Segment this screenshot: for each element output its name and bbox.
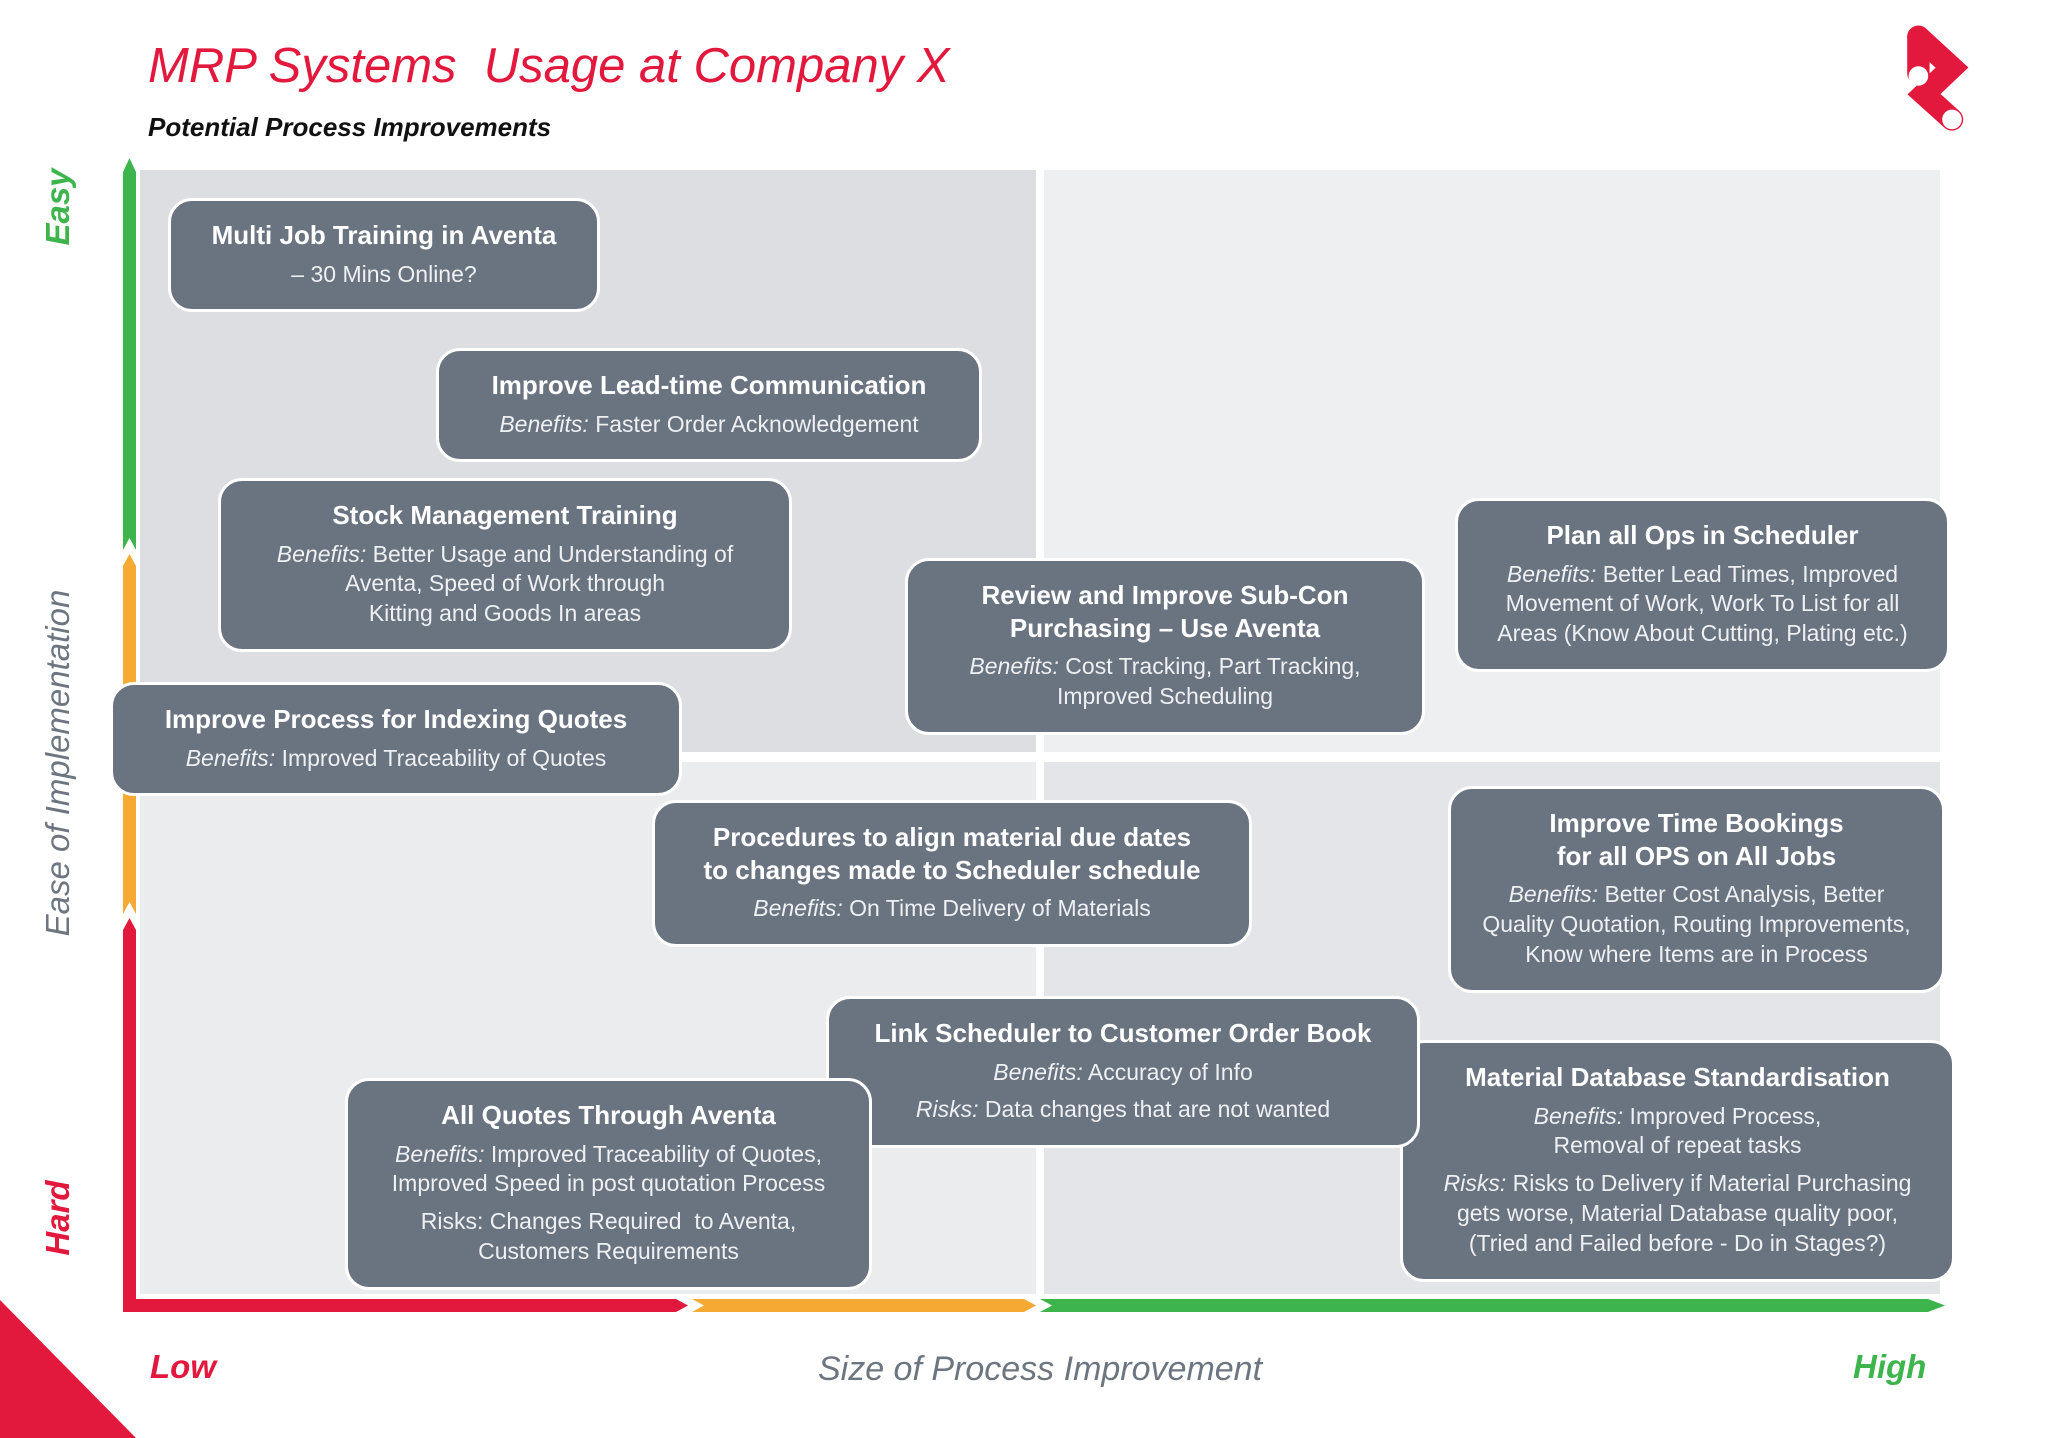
- node-section-label: Benefits:: [185, 744, 276, 771]
- node-section: Benefits: Improved Process, Removal of r…: [1533, 1102, 1822, 1159]
- node-section: Benefits: Faster Order Acknowledgement: [499, 410, 919, 437]
- node-title: Improve Process for Indexing Quotes: [164, 704, 628, 734]
- y-axis-green-segment: [123, 158, 136, 550]
- x-axis-low-label: Low: [150, 1348, 216, 1385]
- node-section: Benefits: Accuracy of Info: [993, 1058, 1253, 1085]
- node-section: Benefits: On Time Delivery of Materials: [753, 895, 1151, 921]
- node-section: Benefits: Improved Traceability of Quote…: [185, 744, 607, 771]
- node-title: Review and Improve Sub-Con Purchasing – …: [981, 580, 1349, 643]
- x-axis-green-arrow: [1040, 1299, 1945, 1312]
- y-axis-red-segment: [123, 918, 136, 1312]
- node-section: Benefits: Better Cost Analysis, Better Q…: [1482, 881, 1911, 967]
- node-multi-job-training: Multi Job Training in Aventa – 30 Mins On…: [168, 198, 600, 313]
- x-axis-orange-segment: [692, 1299, 1036, 1312]
- node-section: – 30 Mins Online?: [291, 260, 477, 287]
- node-procedures-align: Procedures to align material due dates t…: [652, 800, 1252, 947]
- x-axis-title: Size of Process Improvement: [817, 1350, 1263, 1388]
- node-title: Improve Time Bookings for all OPS on All…: [1549, 808, 1844, 871]
- node-section-label: Risks:: [915, 1096, 979, 1123]
- y-axis-title: Ease of Implementation: [39, 589, 76, 937]
- y-axis-easy-label: Easy: [39, 168, 76, 246]
- page-title: MRP Systems Usage at Company X: [148, 39, 950, 93]
- node-section-label: Risks:: [420, 1208, 484, 1235]
- node-title: Procedures to align material due dates t…: [703, 822, 1201, 885]
- node-section: Risks: Risks to Delivery if Material Pur…: [1443, 1170, 1912, 1257]
- node-section-label: Benefits:: [753, 895, 843, 921]
- node-title: All Quotes Through Aventa: [441, 1100, 776, 1130]
- node-section-label: Benefits:: [969, 653, 1059, 679]
- x-axis-high-label: High: [1853, 1348, 1927, 1385]
- node-section-label: Benefits:: [993, 1058, 1083, 1085]
- node-title: Plan all Ops in Scheduler: [1546, 520, 1859, 550]
- node-section-label: Benefits:: [1508, 881, 1599, 907]
- node-section-label: Risks:: [1443, 1170, 1507, 1197]
- page-subtitle: Potential Process Improvements: [148, 112, 552, 142]
- node-section: Benefits: Cost Tracking, Part Tracking, …: [969, 653, 1361, 709]
- node-section-label: Benefits:: [1533, 1102, 1624, 1129]
- x-axis-red-segment: [123, 1299, 688, 1312]
- node-title: Link Scheduler to Customer Order Book: [874, 1018, 1372, 1048]
- node-section: Benefits: Improved Traceability of Quote…: [391, 1140, 826, 1197]
- node-time-bookings: Improve Time Bookings for all OPS on All…: [1448, 786, 1945, 993]
- node-title: Stock Management Training: [332, 500, 678, 530]
- node-title: Multi Job Training in Aventa: [211, 220, 557, 250]
- node-section-label: Benefits:: [1506, 560, 1597, 587]
- node-sub-con-purchasing: Review and Improve Sub-Con Purchasing – …: [905, 558, 1425, 735]
- node-section: Benefits: Better Usage and Understanding…: [276, 540, 734, 627]
- node-section-label: Benefits:: [276, 540, 367, 567]
- node-title: Material Database Standardisation: [1465, 1062, 1890, 1092]
- node-title: Improve Lead-time Communication: [491, 370, 927, 400]
- node-section: Risks: Changes Required to Aventa, Custo…: [420, 1208, 797, 1265]
- node-section-label: Benefits:: [395, 1140, 485, 1167]
- node-section: Benefits: Better Lead Times, Improved Mo…: [1497, 560, 1908, 647]
- node-section-label: Benefits:: [499, 410, 589, 437]
- node-section: Risks: Data changes that are not wanted: [915, 1096, 1331, 1123]
- y-axis-hard-label: Hard: [39, 1180, 76, 1256]
- corner-triangle: [0, 1300, 136, 1438]
- company-logo-icon: [1896, 20, 1980, 137]
